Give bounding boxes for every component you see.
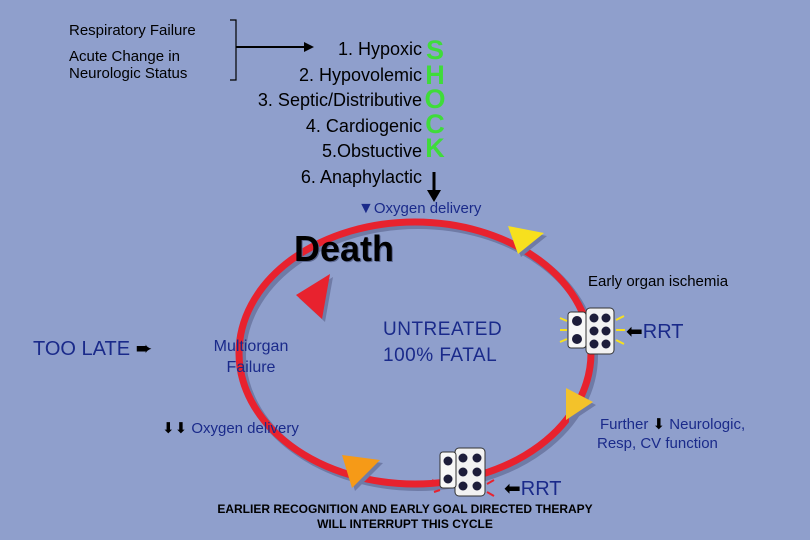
arrow-right-icon: ➨ [135,338,153,360]
arrow-orange-bottom [342,455,380,488]
death-label: Death [294,228,395,269]
down-arrow-icon: ▼ [358,200,374,217]
too-late-label: TOO LATE ➨ [33,338,153,360]
trigger-bracket [230,19,237,81]
untreated-label: UNTREATED 100% FATAL [383,319,503,366]
arrow-yellow-top [508,226,544,254]
further-function-label: Further ⬇ Neurologic, Resp, CV function [597,416,746,452]
down-arrow-icon: ⬇ [652,416,666,433]
arrow-red-left [296,274,330,319]
trigger-arrow-head [304,42,314,52]
oxygen-delivery-bottom: ⬇⬇ Oxygen delivery [162,420,299,437]
trigger-respiratory-failure: Respiratory Failure [69,22,196,39]
shock-type-item: 2. Hypovolemic [298,64,422,85]
shock-down-arrow-head [427,190,441,202]
oxygen-delivery-top: ▼Oxygen delivery [358,200,482,217]
shock-type-item: 5.Obstuctive [321,141,422,161]
trigger-neurologic-status: Acute Change in Neurologic Status [69,48,188,82]
multiorgan-failure-label: Multiorgan Failure [213,338,289,376]
traffic-light-icon [559,307,625,355]
early-organ-ischemia-label: Early organ ischemia [588,273,729,290]
rrt-label-right: ⬅RRT [626,321,684,343]
shock-type-item: 6. Anaphylactic [300,166,422,187]
arrow-gold-right [566,388,593,420]
arrow-left-icon: ⬅ [626,321,643,343]
double-down-arrow-icon: ⬇⬇ [162,420,188,437]
arrow-left-icon: ⬅ [504,478,521,500]
traffic-light-icon [431,447,495,497]
shock-type-item: 4. Cardiogenic [305,115,422,136]
shock-type-item: 3. Septic/Distributive [257,90,422,110]
shock-vertical-word: S H O C K [424,35,446,163]
shock-types-list: 1. Hypoxic 2. Hypovolemic 3. Septic/Dist… [258,37,422,190]
footer-note: EARLIER RECOGNITION AND EARLY GOAL DIREC… [217,502,593,531]
rrt-label-bottom: ⬅RRT [504,478,562,500]
shock-type-item: 1. Hypoxic [337,39,422,59]
